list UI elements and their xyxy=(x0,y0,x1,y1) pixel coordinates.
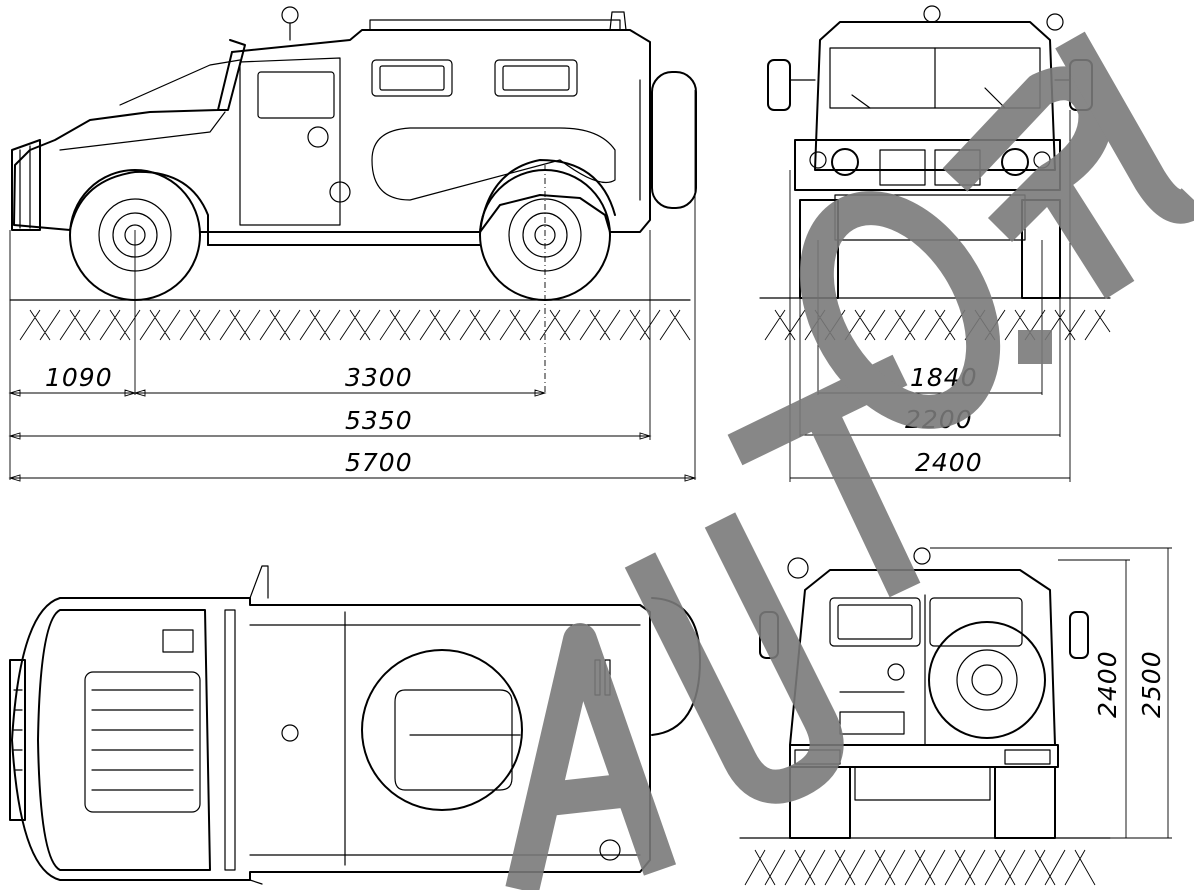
rear-vehicle-body xyxy=(759,547,1089,839)
dim-wheelbase: 3300 xyxy=(345,363,413,392)
side-ground-hatch xyxy=(9,299,691,341)
rear-view: 2400 2500 xyxy=(739,547,1172,886)
dim-overall-width: 2400 xyxy=(915,448,983,477)
side-vehicle-body xyxy=(11,6,697,246)
dim-overall-length: 5700 xyxy=(345,448,413,477)
side-dimension-lines xyxy=(8,90,697,482)
watermark-letter-a xyxy=(505,623,677,890)
watermark-letter-u2 xyxy=(1055,31,1194,224)
dim-body-height: 2400 xyxy=(1093,650,1122,718)
dim-body-length: 5350 xyxy=(345,406,413,435)
top-view xyxy=(9,565,701,885)
watermark-letter-o xyxy=(799,191,1001,429)
watermark-letter-u xyxy=(624,512,844,804)
watermark-logo xyxy=(505,31,1194,890)
side-view: 1090 3300 5350 5700 xyxy=(8,6,697,482)
dim-front-overhang: 1090 xyxy=(45,363,113,392)
rear-dimension-lines xyxy=(930,547,1172,839)
watermark-dot xyxy=(1018,330,1052,364)
dim-overall-height: 2500 xyxy=(1137,650,1166,718)
rear-ground-hatch xyxy=(739,837,1111,886)
